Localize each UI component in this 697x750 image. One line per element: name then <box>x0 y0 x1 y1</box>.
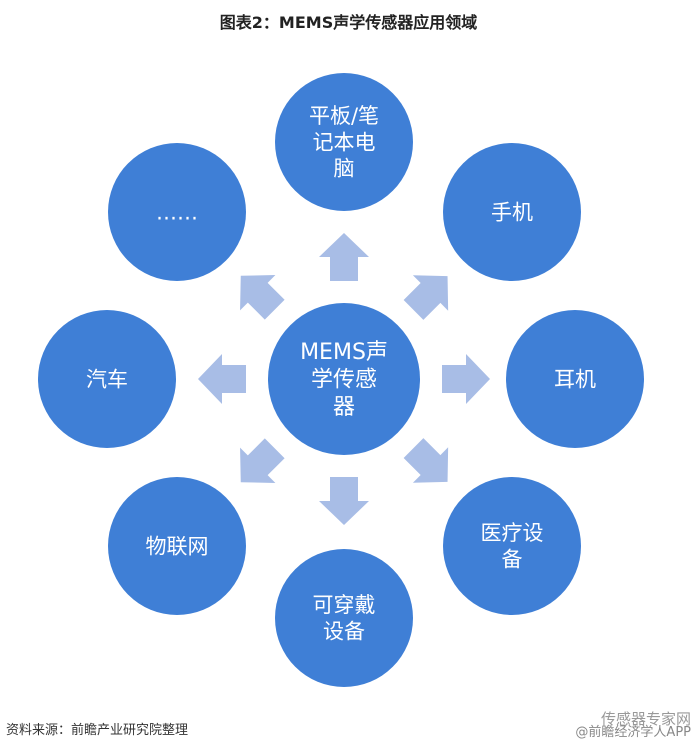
chart-title: 图表2：MEMS声学传感器应用领域 <box>219 13 478 32</box>
source-note: 资料来源：前瞻产业研究院整理 <box>6 723 189 738</box>
node-label: 学传感 <box>311 368 377 393</box>
node-label: MEMS声 <box>300 340 388 365</box>
arrow-icon <box>403 438 449 483</box>
node-label: …… <box>156 200 198 224</box>
node-label: 耳机 <box>554 367 596 391</box>
node-label: 记本电 <box>313 130 376 154</box>
node-label: 医疗设 <box>481 521 544 545</box>
node-circle <box>275 549 413 687</box>
node-label: 平板/笔 <box>309 104 379 128</box>
node-label: 可穿戴 <box>313 593 376 617</box>
arrow-icon <box>198 354 246 404</box>
node-label: 设备 <box>323 619 365 643</box>
arrow-icon <box>319 477 369 525</box>
node-label: 汽车 <box>86 367 128 391</box>
node-circle <box>275 73 413 211</box>
brand-watermark: 传感器专家网 @前瞻经济学人APP <box>575 712 691 740</box>
node-circle <box>38 310 176 448</box>
arrow-icon <box>319 233 369 281</box>
brand-line2: @前瞻经济学人APP <box>575 725 691 740</box>
arrow-icon <box>403 275 449 320</box>
node-circle <box>506 310 644 448</box>
node-circle <box>443 477 581 615</box>
brand-line1: 传感器专家网 <box>600 710 691 728</box>
node-circle <box>108 477 246 615</box>
node-label: 脑 <box>334 157 355 181</box>
center-circle <box>268 303 420 455</box>
node-label: 器 <box>333 395 355 420</box>
node-label: 手机 <box>491 200 533 224</box>
arrow-icon <box>240 275 285 320</box>
node-label: 备 <box>502 547 523 571</box>
node-circle <box>108 143 246 281</box>
node-label: 物联网 <box>146 534 209 558</box>
arrow-icon <box>442 354 490 404</box>
node-circle <box>443 143 581 281</box>
arrow-icon <box>240 438 285 483</box>
